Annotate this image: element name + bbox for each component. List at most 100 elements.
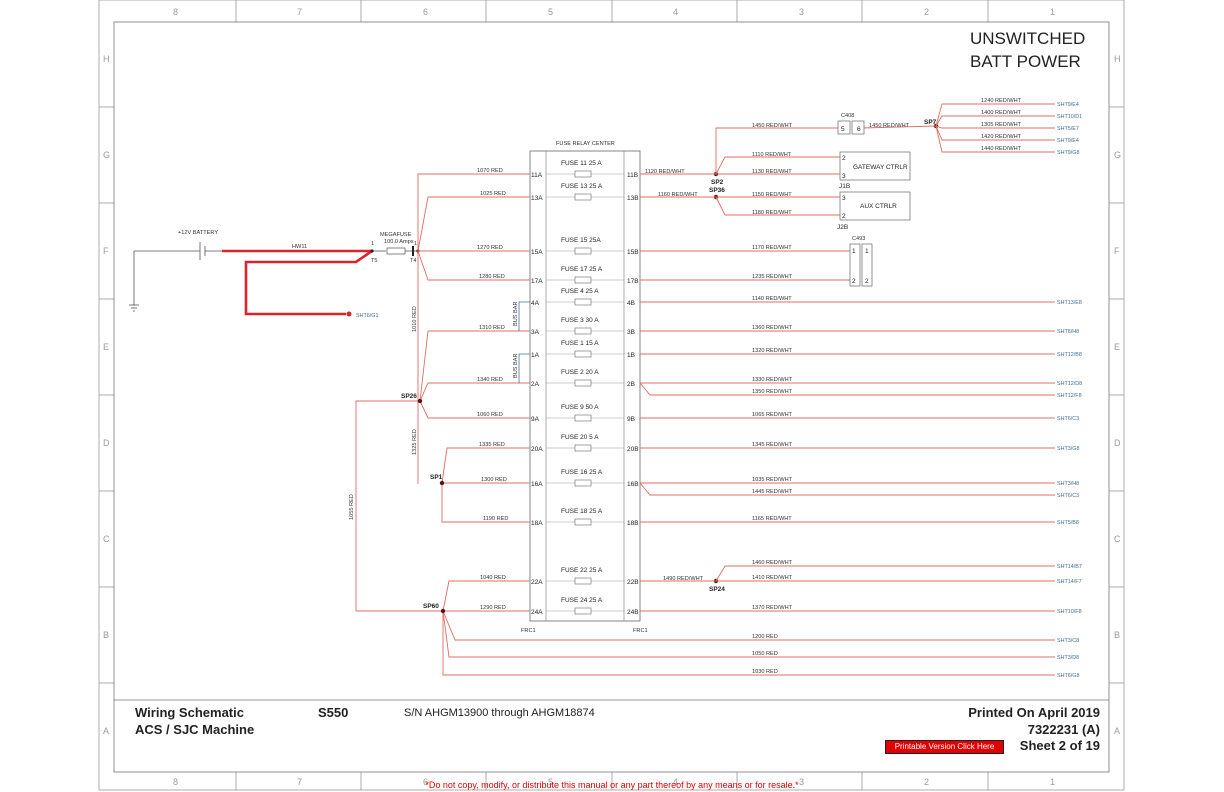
wire-label: 1140 RED/WHT [752,296,792,302]
destination-label: SHT12/F8 [1057,393,1082,399]
wire-label: 1170 RED/WHT [752,245,792,251]
fuse-input-pin: 13A [531,195,543,202]
grid-row-label: F [1114,246,1120,256]
destination-label: SHT14/B7 [1057,564,1082,570]
drawing-frame [113,21,1110,773]
megafuse-terminal-t5: T5 [371,258,378,264]
fuse-output-pin: 22B [627,579,639,586]
destination-label: SHT3/G8 [1057,446,1079,452]
wire-label: 1040 RED [480,575,506,581]
fuse-name: FUSE 13 25 A [561,183,603,190]
grid-col-label: 2 [924,7,929,17]
splice-label: SP1 [430,474,443,481]
destination-label: SHT12/B8 [1057,352,1082,358]
wire-label: 1330 RED/WHT [752,377,793,383]
destination-label: SHT5/E7 [1057,126,1079,132]
destination-label: SHT3/C8 [1057,638,1079,644]
battery-branch-cable [244,249,373,316]
fuse-symbol [574,479,592,487]
destination-label: SHT10/F8 [1057,609,1082,615]
splice-label: SP26 [401,393,417,400]
doc-title-line-2: ACS / SJC Machine [135,722,254,737]
megafuse-pin: 1 [414,241,417,247]
aux-pin: 2 [842,213,846,220]
wire-label: 1060 RED [477,412,503,418]
destination-label: SHT3/D8 [1057,655,1079,661]
sheet-number: Sheet 2 of 19 [1020,738,1100,753]
gateway-connector-label: J1B [839,183,850,190]
splice-label: SP24 [709,586,725,593]
sheet-title-line-1: UNSWITCHED [970,29,1085,48]
c493-connector [849,243,873,287]
c493-pin: 2 [852,278,856,285]
fuse-name: FUSE 17 25 A [561,266,603,273]
frc-right-label: FRC1 [633,628,648,634]
fuse-symbol [574,276,592,284]
fuse-input-pin: 3A [531,329,540,336]
grid-ticks [99,0,1124,790]
c408-label: C408 [841,113,854,119]
wire-label: 1490 RED/WHT [663,576,704,582]
fuse-input-pin: 2A [531,381,540,388]
splice-label: SP2 [711,179,724,186]
fuse-name: FUSE 9 50 A [561,404,599,411]
aux-pin: 3 [842,195,846,202]
printable-version-button[interactable]: Printable Version Click Here [885,740,1004,754]
grid-col-label: 7 [297,777,302,787]
bus-bar-label: BUS BAR [513,301,519,326]
wire-label: 1165 RED/WHT [752,516,792,522]
fuse-name: FUSE 1 15 A [561,340,599,347]
wire-label: 1030 RED [752,669,778,675]
grid-row-label: D [1114,438,1121,448]
fuse-output-pin: 24B [627,609,639,616]
wire-label: 1235 RED/WHT [752,274,793,280]
megafuse-label: MEGAFUSE [380,232,412,238]
wire-label: 1445 RED/WHT [752,489,793,495]
destination-label: SHT6/G1 [356,313,378,319]
splice-label: SP7 [924,119,937,126]
fuse-input-pin: 16A [531,481,543,488]
fuse-output-pin: 13B [627,195,639,202]
grid-col-label: 7 [297,7,302,17]
destination-label: SHT9/G8 [1057,150,1079,156]
gateway-pin: 3 [842,173,846,180]
wire-label: 1160 RED/WHT [658,192,698,198]
c493-pin: 2 [865,278,869,285]
grid-col-label: 5 [548,7,553,17]
wire-label: 1450 RED/WHT [869,123,910,129]
fuse-output-pin: 3B [627,329,635,336]
wire-label: 1180 RED/WHT [752,210,792,216]
grid-row-label: C [103,534,110,544]
grid-row-label: A [1114,726,1120,736]
grid-row-label: H [1114,54,1121,64]
fuse-output-pin: 2B [627,381,635,388]
fuse-input-pin: 18A [531,520,543,527]
grid-col-label: 1 [1050,777,1055,787]
grid-row-label: B [103,630,109,640]
grid-row-label: B [1114,630,1120,640]
fuse-name: FUSE 2 20 A [561,369,599,376]
grid-row-label: G [103,150,110,160]
grid-col-label: 5 [548,777,553,787]
wire-label: 1280 RED [479,274,505,280]
wire-label: 1400 RED/WHT [981,110,1022,116]
wire-label: 1190 RED [483,516,508,522]
wire-label: 1305 RED/WHT [981,122,1022,128]
fuse-symbol [574,327,592,335]
c408-connector [837,120,865,135]
destination-label: SHT6/G8 [1057,673,1079,679]
connection-dot [346,311,352,317]
aux-connector-label: J2B [837,224,848,231]
aux-controller-label: AUX CTRLR [860,203,897,210]
gateway-controller [839,151,911,181]
wire-label: 1065 RED/WHT [752,412,793,418]
fuse-input-pin: 4A [531,300,540,307]
c408-pin: 6 [857,126,861,133]
fuse-output-pin: 15B [627,249,639,256]
fuse-name: FUSE 18 25 A [561,508,603,515]
fuse-symbol [574,414,592,422]
destination-label: SHT8/H8 [1057,329,1079,335]
wire-label: 1110 RED/WHT [752,152,792,158]
